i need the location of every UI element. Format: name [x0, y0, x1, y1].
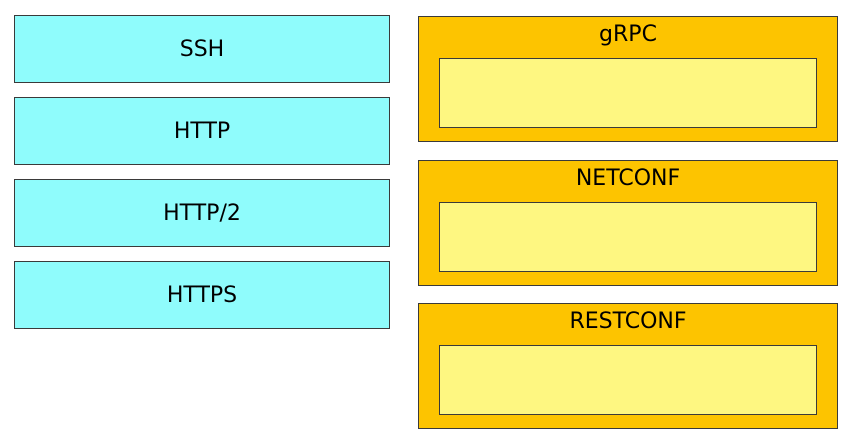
- target-category-restconf: RESTCONF: [418, 303, 838, 429]
- target-category-grpc: gRPC: [418, 16, 838, 142]
- drop-zone-grpc[interactable]: [439, 58, 817, 128]
- drop-zone-restconf[interactable]: [439, 345, 817, 415]
- target-label-restconf: RESTCONF: [569, 309, 687, 334]
- drag-item-https[interactable]: HTTPS: [14, 261, 390, 329]
- drag-item-http2[interactable]: HTTP/2: [14, 179, 390, 247]
- drop-zone-netconf[interactable]: [439, 202, 817, 272]
- drag-item-ssh[interactable]: SSH: [14, 15, 390, 83]
- target-label-grpc: gRPC: [599, 22, 657, 47]
- target-label-netconf: NETCONF: [575, 166, 681, 191]
- target-category-netconf: NETCONF: [418, 160, 838, 286]
- drag-item-http[interactable]: HTTP: [14, 97, 390, 165]
